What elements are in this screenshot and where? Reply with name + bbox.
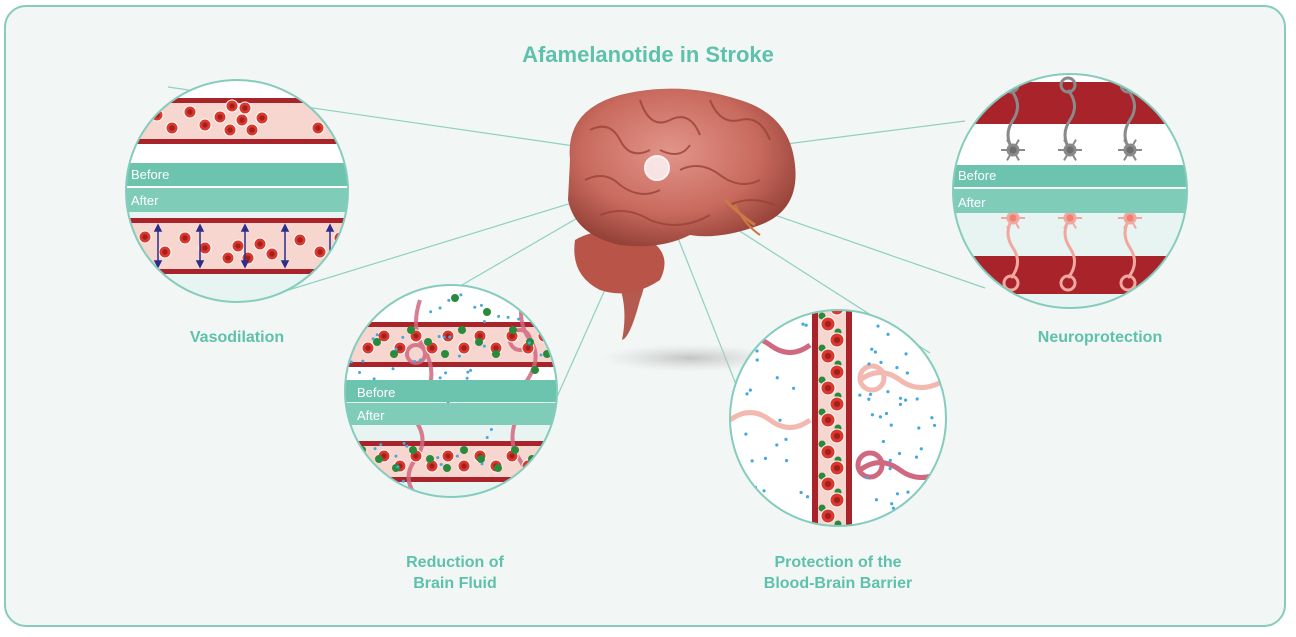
- bbb-illustration: [730, 280, 946, 530]
- vasodilation-before-label: Before: [131, 167, 169, 182]
- bbb-caption-line2: Blood-Brain Barrier: [738, 573, 938, 594]
- brain-illustration: [568, 89, 796, 372]
- reduction-after-label: After: [357, 408, 385, 423]
- reduction-illustration: Before After: [340, 280, 565, 502]
- reduction-caption-line2: Brain Fluid: [380, 573, 530, 594]
- vasodilation-after-label: After: [131, 193, 159, 208]
- vasodilation-illustration: Before After: [120, 80, 360, 312]
- neuroprotection-caption: Neuroprotection: [1000, 327, 1200, 348]
- neuroprotection-before-label: Before: [958, 168, 996, 183]
- reduction-caption: Reduction of Brain Fluid: [380, 552, 530, 594]
- vasodilation-caption: Vasodilation: [137, 327, 337, 348]
- reduction-caption-line1: Reduction of: [380, 552, 530, 573]
- bbb-caption: Protection of the Blood-Brain Barrier: [738, 552, 938, 594]
- bbb-caption-line1: Protection of the: [738, 552, 938, 573]
- reduction-before-label: Before: [357, 385, 395, 400]
- neuroprotection-illustration: Before After: [950, 70, 1190, 313]
- neuroprotection-after-label: After: [958, 195, 986, 210]
